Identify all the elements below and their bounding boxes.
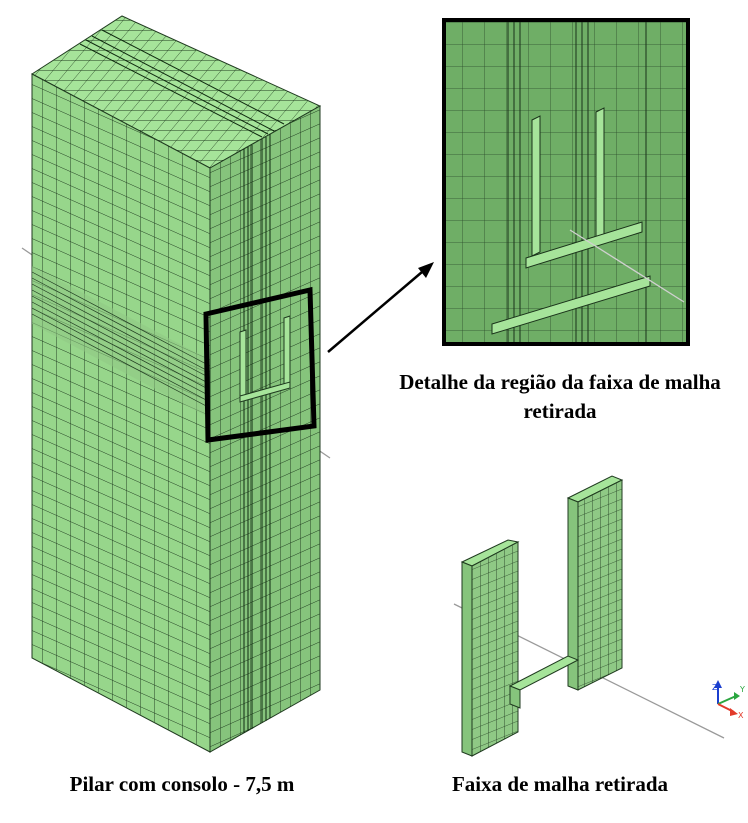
axis-triad: Z Y X bbox=[712, 680, 745, 720]
column-refined-band bbox=[32, 266, 210, 418]
column-mesh-model bbox=[21, 15, 331, 753]
top-dense-lines bbox=[79, 29, 285, 138]
column-front-face bbox=[31, 73, 211, 753]
x-axis-label: X bbox=[738, 711, 744, 720]
detail-view bbox=[442, 18, 690, 346]
detail-cutout bbox=[491, 107, 651, 335]
z-axis-label: Z bbox=[712, 683, 718, 692]
column-caption: Pilar com consolo - 7,5 m bbox=[69, 772, 295, 796]
band-lines bbox=[31, 271, 211, 409]
detail-dense-lines bbox=[507, 22, 647, 342]
detail-caption: Detalhe da região da faixa de malha reti… bbox=[399, 370, 721, 423]
detail-axis-line bbox=[569, 229, 685, 303]
y-axis-arrow bbox=[717, 695, 737, 705]
zoom-arrow bbox=[327, 262, 434, 353]
detail-highlight-frame bbox=[203, 286, 317, 443]
strip-caption: Faixa de malha retirada bbox=[451, 772, 668, 796]
removed-strip-model bbox=[453, 475, 725, 757]
y-axis-label: Y bbox=[739, 685, 745, 694]
column-side-face bbox=[209, 105, 321, 753]
detail-frame bbox=[442, 18, 690, 346]
side-dense-lines bbox=[243, 134, 271, 733]
column-cutout bbox=[239, 315, 291, 403]
